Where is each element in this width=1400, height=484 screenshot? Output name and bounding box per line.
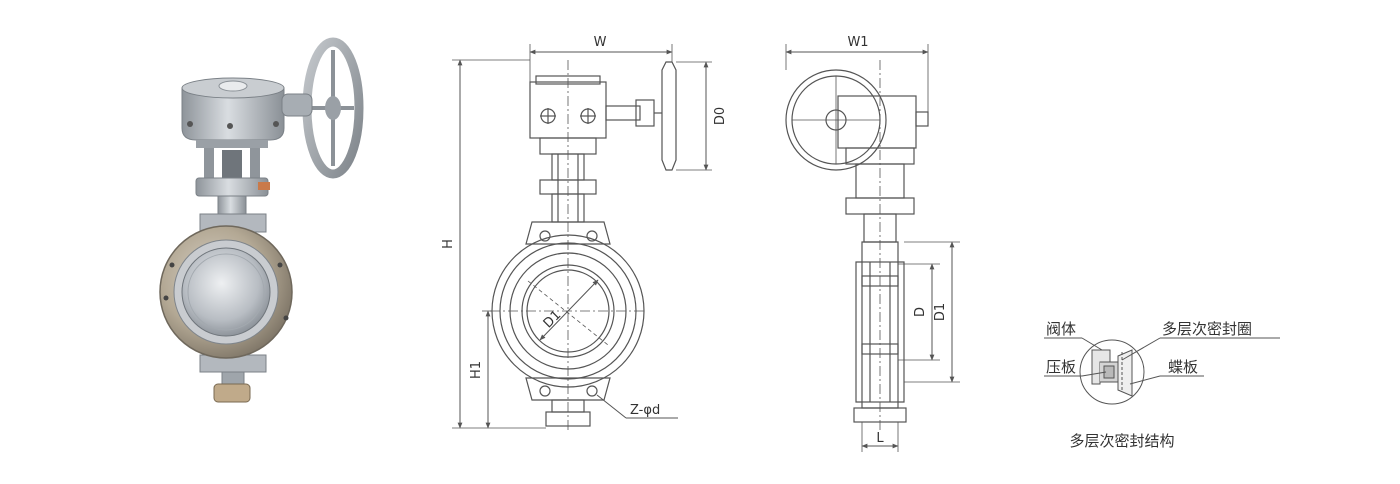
handwheel — [302, 37, 364, 179]
label-seal-ring: 多层次密封圈 — [1162, 320, 1252, 338]
seal-detail-drawing — [1044, 337, 1280, 405]
yoke — [195, 140, 270, 219]
valve-photo — [159, 37, 364, 403]
dim-l-label: L — [876, 431, 884, 446]
side-view-labels: W1 D D1 L — [847, 35, 948, 446]
dim-w1-label: W1 — [847, 35, 868, 50]
front-view-drawing — [452, 44, 712, 430]
dim-d1-side-label: D1 — [933, 303, 948, 321]
seal-detail-circle — [1079, 339, 1145, 405]
dim-w-label: W — [594, 35, 607, 50]
bottom-stub — [213, 371, 251, 403]
dim-d-label: D — [913, 307, 928, 317]
side-view-drawing — [785, 44, 960, 452]
gearbox — [181, 77, 313, 141]
label-pressure-plate: 压板 — [1046, 358, 1076, 376]
sv-handwheel — [785, 69, 887, 171]
bolt-holes-label: Z-φd — [630, 403, 660, 418]
seal-detail-caption: 多层次密封结构 — [1069, 432, 1174, 450]
front-view-labels: W D0 H H1 D1 Z-φd — [441, 35, 728, 418]
dim-h1-label: H1 — [469, 361, 484, 379]
seal-detail-labels: 阀体 多层次密封圈 压板 蝶板 多层次密封结构 — [1046, 320, 1252, 450]
fv-handwheel — [661, 61, 677, 171]
label-valve-body: 阀体 — [1046, 320, 1076, 338]
dim-d0-label: D0 — [713, 107, 728, 125]
dim-h-label: H — [441, 239, 456, 249]
valve-body — [159, 213, 293, 373]
label-butterfly-disc: 蝶板 — [1168, 358, 1198, 376]
